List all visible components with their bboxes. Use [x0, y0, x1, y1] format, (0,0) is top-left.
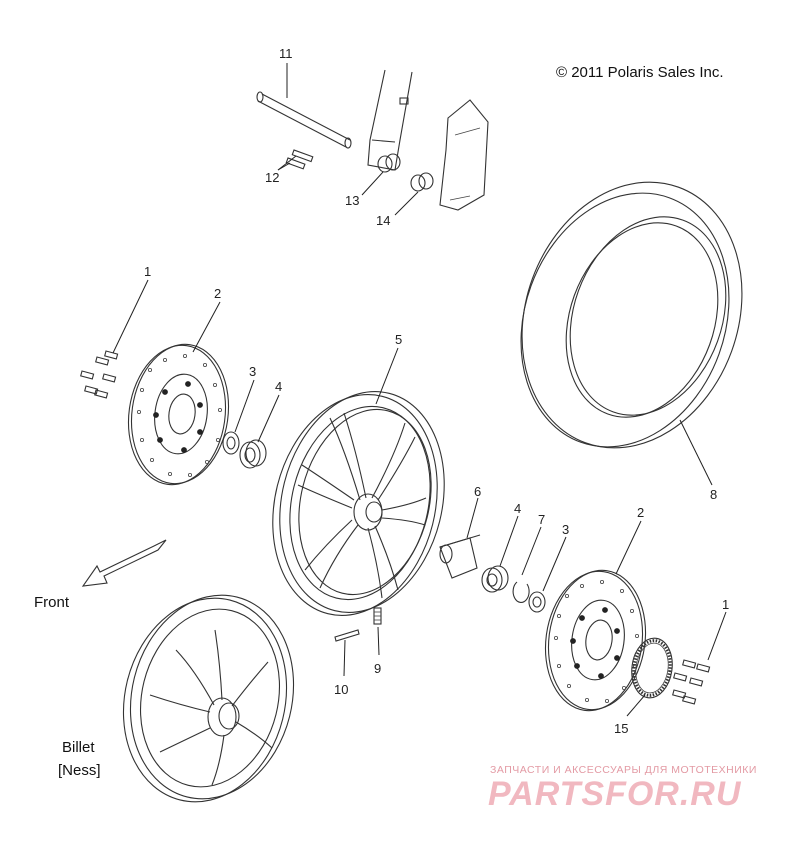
- callout-2b: 2: [637, 505, 644, 520]
- leader-2a: [192, 301, 221, 353]
- spacer-tube-part-6: [439, 534, 481, 579]
- callout-4b: 4: [514, 501, 521, 516]
- front-direction-arrow: [81, 539, 167, 587]
- seal-right-part-3: [528, 591, 546, 613]
- bearing-left-part-4: [239, 439, 267, 469]
- valve-stem-part-9: [373, 607, 382, 625]
- leader-13: [361, 171, 384, 196]
- leader-6: [466, 497, 479, 539]
- brake-rotor-left-part-2: [127, 343, 230, 486]
- callout-5: 5: [395, 332, 402, 347]
- leader-7: [521, 526, 542, 576]
- bearing-right-part-4: [481, 565, 509, 593]
- callout-6: 6: [474, 484, 481, 499]
- callout-1b: 1: [722, 597, 729, 612]
- callout-13: 13: [345, 193, 359, 208]
- brake-rotor-right-part-2: [544, 569, 647, 712]
- wheel-billet-ness: [122, 594, 295, 803]
- callout-4a: 4: [275, 379, 282, 394]
- callout-12: 12: [265, 170, 279, 185]
- leader-1a: [112, 279, 149, 354]
- callout-3a: 3: [249, 364, 256, 379]
- callout-3b: 3: [562, 522, 569, 537]
- billet-label-line2: [Ness]: [58, 762, 101, 779]
- leader-5: [375, 347, 399, 405]
- callout-14: 14: [376, 213, 390, 228]
- leader-14: [394, 191, 419, 216]
- callout-9: 9: [374, 661, 381, 676]
- callout-10: 10: [334, 682, 348, 697]
- spacer-part-13: [377, 153, 401, 173]
- tone-ring-part-15: [631, 637, 673, 699]
- leader-8: [679, 419, 713, 486]
- leader-9: [377, 626, 380, 656]
- rotor-bolts-right-part-1: [672, 659, 711, 705]
- front-label: Front: [34, 594, 70, 611]
- leader-3b: [542, 536, 567, 592]
- watermark-brand: PARTSFOR.RU: [488, 775, 742, 813]
- callout-11: 11: [279, 46, 293, 61]
- leader-12b: [277, 162, 291, 171]
- balance-weight-part-10: [334, 629, 360, 642]
- spacer-part-14: [410, 172, 434, 192]
- fork-leg-left: [367, 69, 413, 171]
- callout-8: 8: [710, 487, 717, 502]
- snap-ring-part-7: [512, 581, 530, 603]
- axle-part-11: [256, 91, 352, 149]
- leader-4a: [257, 394, 280, 443]
- leader-1b: [707, 611, 727, 661]
- fork-leg-right: [439, 99, 489, 211]
- bolts-part-12: [285, 149, 314, 170]
- callout-1a: 1: [144, 264, 151, 279]
- leader-4b: [499, 515, 519, 567]
- billet-label-line1: Billet: [62, 739, 95, 756]
- tire-part-8: [520, 181, 743, 449]
- leader-10: [343, 639, 346, 677]
- leader-12a: [277, 155, 297, 171]
- leader-2b: [615, 520, 642, 575]
- wheel-main-part-5: [272, 391, 445, 616]
- watermark-tagline: ЗАПЧАСТИ И АКСЕССУАРЫ ДЛЯ МОТОТЕХНИКИ: [490, 764, 757, 776]
- leader-15: [626, 694, 646, 717]
- callout-7: 7: [538, 512, 545, 527]
- leader-3a: [234, 379, 255, 433]
- rotor-bolts-left-part-1: [80, 350, 119, 399]
- callout-2a: 2: [214, 286, 221, 301]
- callout-15: 15: [614, 721, 628, 736]
- copyright-text: © 2011 Polaris Sales Inc.: [556, 64, 724, 81]
- seal-left-part-3: [222, 431, 240, 455]
